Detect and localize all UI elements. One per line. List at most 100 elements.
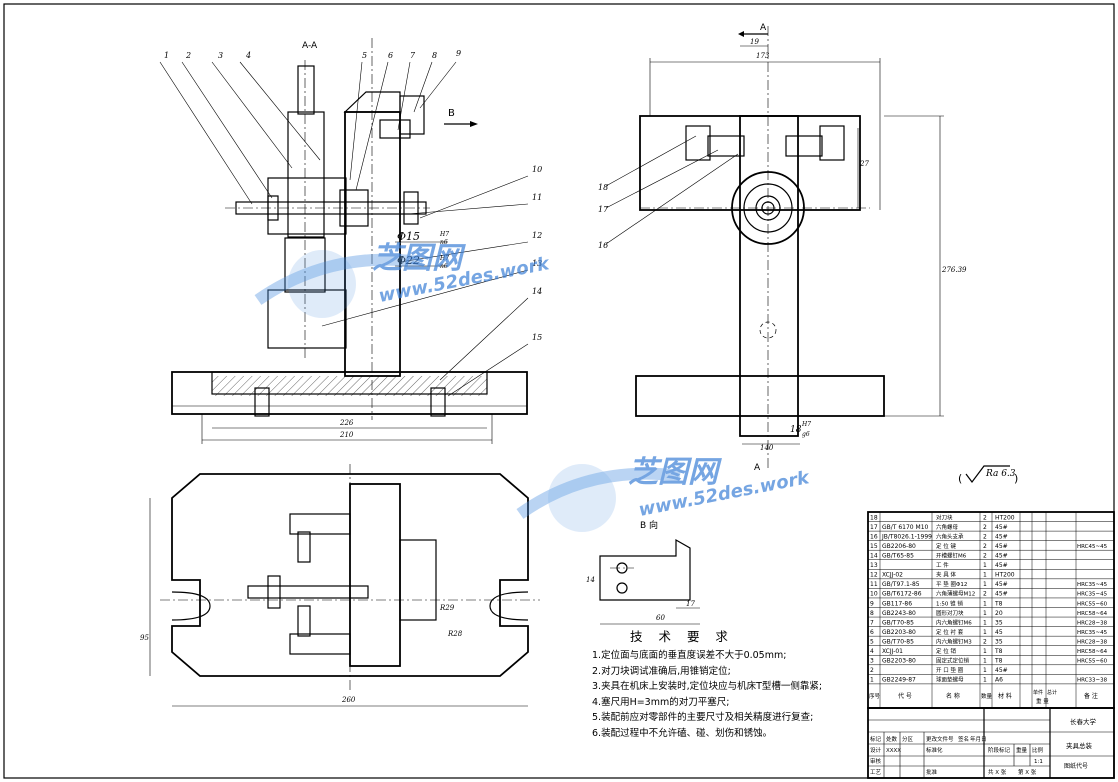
bom-material: 45# <box>995 667 1008 674</box>
bom-material: HT200 <box>995 514 1015 521</box>
bom-no: 15 <box>870 543 878 550</box>
svg-text:11: 11 <box>532 193 542 202</box>
bom-name: 内六角螺钉M3 <box>936 637 972 645</box>
bom-name: 球面垫螺母 <box>936 676 964 684</box>
bom-qty: 1 <box>983 648 987 655</box>
bom-name: 六角头支承 <box>936 532 964 540</box>
bom-name: 六角螺母 <box>936 523 959 531</box>
bom-material: 45# <box>995 553 1008 560</box>
side-view: A A 173 19 27 276.39 18 H7 g6 140 <box>635 23 967 473</box>
bom-note: HRC33~38 <box>1077 678 1108 684</box>
bom-no: 1 <box>870 677 874 684</box>
svg-text:审核: 审核 <box>870 757 882 765</box>
svg-text:工艺: 工艺 <box>870 769 882 776</box>
bom-header-total: 总计 <box>1047 689 1057 696</box>
svg-text:2: 2 <box>185 51 191 60</box>
bom-qty: 1 <box>983 619 987 626</box>
b-view: B 向 60 17 14 <box>586 519 700 625</box>
bom-qty: 1 <box>983 629 987 636</box>
bom-note: HRC35~45 <box>1077 630 1108 636</box>
watermark-upper: 芝图网 www.52des.work <box>254 241 552 318</box>
bom-code: GB/T 6170 M10 <box>882 524 929 531</box>
dim-140: 140 <box>760 444 774 452</box>
bom-material: T8 <box>994 658 1003 665</box>
bom-no: 3 <box>870 658 874 665</box>
svg-text:批准: 批准 <box>926 768 938 776</box>
svg-text:共 X 张: 共 X 张 <box>988 768 1007 776</box>
bom-qty: 1 <box>983 562 987 569</box>
svg-text:重量: 重量 <box>1016 746 1028 754</box>
bom-code: JB/T8026.1-1999 <box>881 533 932 540</box>
workpiece <box>287 111 325 238</box>
svg-text:3: 3 <box>218 51 223 60</box>
bom-name: 定 位 键 <box>936 542 956 550</box>
bom-qty: 1 <box>983 581 987 588</box>
bom-note: HRC35~45 <box>1077 582 1108 588</box>
view-b-arrow: B <box>448 108 455 119</box>
top-view: R29 R28 95 260 <box>140 464 540 707</box>
bom-material: 45# <box>995 562 1008 569</box>
bom-material: 45# <box>995 533 1008 540</box>
svg-text:签名: 签名 <box>958 735 969 743</box>
bom-material: T8 <box>994 648 1003 655</box>
svg-text:H7: H7 <box>439 231 449 238</box>
bom-header-unit: 单件 <box>1033 689 1043 696</box>
svg-text:1:1: 1:1 <box>1034 759 1043 765</box>
b-view-title: B 向 <box>640 519 658 531</box>
bom-no: 16 <box>870 533 878 540</box>
svg-text:H7: H7 <box>801 421 811 428</box>
tech-requirements: 1.定位面与底面的垂直度误差不大于0.05mm; 2.对刀块调试准确后,用锥销定… <box>592 648 852 742</box>
svg-text:图纸代号: 图纸代号 <box>1064 762 1088 770</box>
tech-item: 5.装配前应对零部件的主要尺寸及相关精度进行复查; <box>592 712 814 724</box>
tech-requirements-title: 技 术 要 求 <box>630 629 734 644</box>
top-base-outline <box>171 473 529 677</box>
bom-no: 8 <box>870 610 874 617</box>
bom-code: GB2203-80 <box>882 658 916 665</box>
bom-code: GB/T70-85 <box>882 619 914 626</box>
bom-qty: 1 <box>983 610 987 617</box>
bom-no: 18 <box>870 514 878 521</box>
bom-code: GB117-86 <box>882 600 912 607</box>
svg-text:(: ( <box>958 472 962 485</box>
bom-no: 6 <box>870 629 874 636</box>
bom-code: GB/T97.1-85 <box>882 581 920 588</box>
svg-text:更改文件号: 更改文件号 <box>926 735 954 743</box>
svg-text:比例: 比例 <box>1032 746 1044 754</box>
dim-95: 95 <box>140 634 149 642</box>
svg-text:4: 4 <box>245 51 251 60</box>
svg-text:18: 18 <box>598 183 608 192</box>
tech-item: 3.夹具在机床上安装时,定位块应与机床T型槽一侧靠紧; <box>592 681 823 693</box>
bom-note: HRC28~38 <box>1077 620 1108 626</box>
bom-material: 35 <box>995 638 1003 645</box>
svg-text:年月日: 年月日 <box>970 735 987 743</box>
bom-qty: 2 <box>983 553 987 560</box>
bom-code: XCJJ-02 <box>882 572 903 579</box>
svg-text:Ra 6.3: Ra 6.3 <box>985 469 1016 479</box>
bom-name: 平 垫 圈Φ12 <box>936 580 967 588</box>
section-label: A-A <box>302 41 318 51</box>
bom-header-note: 备 注 <box>1084 692 1098 700</box>
bom-material: 35 <box>995 619 1003 626</box>
bom-no: 12 <box>870 572 878 579</box>
svg-text:阶段标记: 阶段标记 <box>988 746 1011 754</box>
bom-material: 45 <box>995 629 1003 636</box>
bom-note: HRC28~38 <box>1077 639 1108 645</box>
bom-code: GB2206-80 <box>882 543 916 550</box>
roughness-symbol: ( Ra 6.3 ) <box>958 465 1018 485</box>
bom-material: T8 <box>994 600 1003 607</box>
dim-14: 14 <box>586 576 595 584</box>
bom-code: GB/T6172-86 <box>882 591 922 598</box>
bom-material: 45# <box>995 524 1008 531</box>
svg-text:g6: g6 <box>802 431 810 438</box>
svg-text:5: 5 <box>362 51 367 60</box>
bom-code: GB2243-80 <box>882 610 916 617</box>
bom-code: GB/T70-85 <box>882 638 914 645</box>
bom-name: 开槽螺钉M6 <box>936 552 967 560</box>
bom-qty: 2 <box>983 543 987 550</box>
bom-header-code: 代 号 <box>898 692 912 700</box>
bom-qty: 1 <box>983 658 987 665</box>
svg-text:分区: 分区 <box>902 735 914 743</box>
dim-19: 19 <box>750 38 759 46</box>
